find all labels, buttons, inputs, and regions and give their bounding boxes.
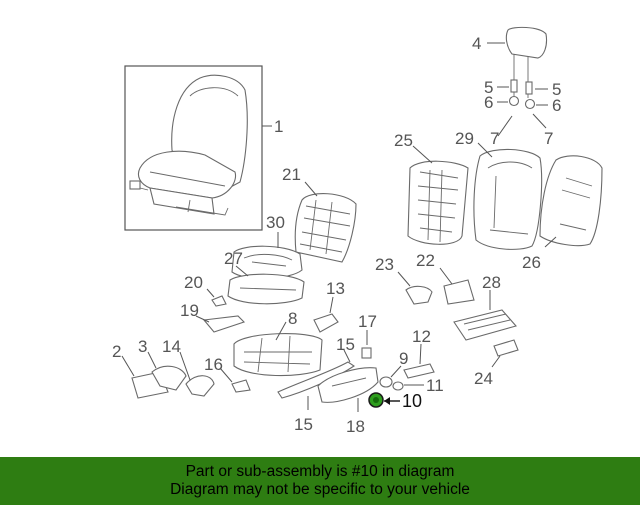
callout-7b: 7 (544, 129, 553, 148)
callout-23: 23 (375, 255, 394, 274)
callout-22: 22 (416, 251, 435, 270)
callout-14: 14 (162, 337, 181, 356)
callout-4: 4 (472, 34, 481, 53)
callout-7a: 7 (490, 129, 499, 148)
callout-6a: 6 (484, 93, 493, 112)
callout-13: 13 (326, 279, 345, 298)
part-seat-frame (233, 333, 323, 377)
part-back-cover (539, 155, 603, 247)
part-back-frame (407, 160, 469, 245)
callout-15b: 15 (294, 415, 313, 434)
callout-21: 21 (282, 165, 301, 184)
callout-30: 30 (266, 213, 285, 232)
callout-17: 17 (358, 312, 377, 331)
callout-24: 24 (474, 369, 493, 388)
callout-9: 9 (399, 349, 408, 368)
callout-15a: 15 (336, 335, 355, 354)
callout-5b: 5 (552, 80, 561, 99)
callout-6b: 6 (552, 96, 561, 115)
callout-2: 2 (112, 342, 121, 361)
seat-parts-diagram: 1 2 3 4 5 5 6 6 7 7 8 9 10 11 12 13 14 1… (112, 26, 603, 436)
part-side-shield (317, 367, 379, 403)
part-seat-back-frame (294, 193, 357, 263)
callout-27: 27 (224, 249, 243, 268)
callout-25: 25 (394, 131, 413, 150)
callout-18: 18 (346, 417, 365, 436)
callout-3: 3 (138, 337, 147, 356)
callout-11: 11 (426, 376, 444, 395)
callout-1: 1 (274, 117, 283, 136)
banner-line-1: Part or sub-assembly is #10 in diagram (185, 463, 455, 480)
callout-12: 12 (412, 327, 431, 346)
callout-29: 29 (455, 129, 474, 148)
callout-19: 19 (180, 301, 199, 320)
callout-28: 28 (482, 273, 501, 292)
callout-16: 16 (204, 355, 223, 374)
callout-20: 20 (184, 273, 203, 292)
part-10-highlighted (368, 392, 384, 408)
full-seat-inset (124, 65, 263, 231)
callout-10: 10 (402, 391, 422, 411)
banner-line-2: Diagram may not be specific to your vehi… (170, 481, 470, 498)
part-back-pad (473, 148, 543, 250)
part-cushion-cover (227, 273, 305, 305)
callout-26: 26 (522, 253, 541, 272)
callout-8: 8 (288, 309, 297, 328)
info-banner: Part or sub-assembly is #10 in diagram D… (0, 457, 640, 505)
part-seat-heater (453, 309, 517, 341)
callout-5a: 5 (484, 78, 493, 97)
